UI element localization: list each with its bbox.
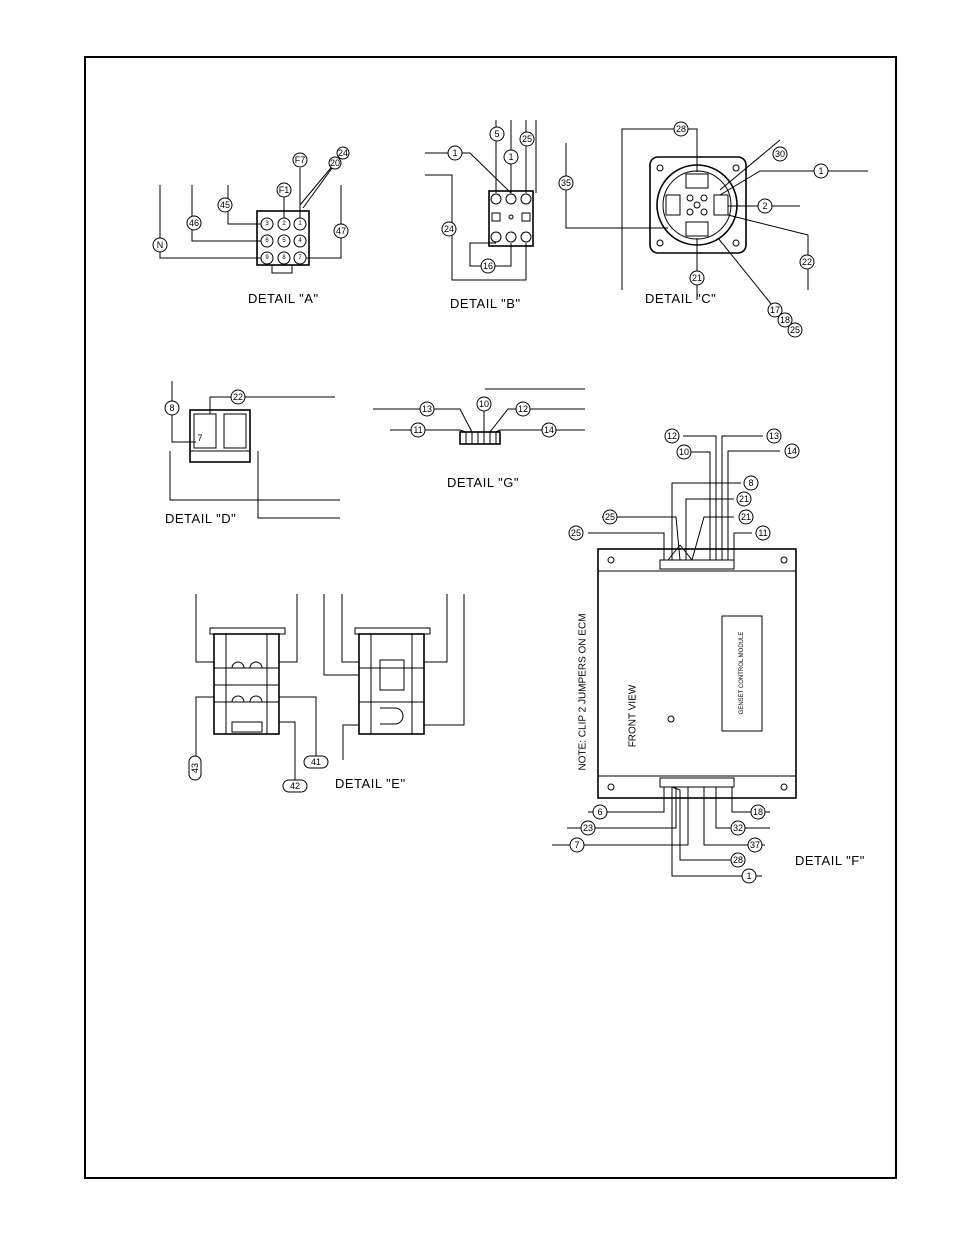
- detail-d: 7 8 22 DETAIL "D": [164, 381, 340, 526]
- callout: 32: [733, 823, 743, 833]
- callout: 1: [508, 152, 513, 162]
- page-border: [84, 56, 897, 1179]
- detail-g-title: DETAIL "G": [447, 475, 519, 490]
- callout: 10: [479, 399, 489, 409]
- callout: 24: [444, 224, 454, 234]
- detail-a-title: DETAIL "A": [248, 291, 319, 306]
- detail-c-callouts: 28 30 1 35 2 22 21 17 18 25: [558, 121, 829, 338]
- callout: 24: [338, 148, 348, 158]
- detail-b: 5 25 1 1 24 16 DETAIL "B": [425, 120, 537, 311]
- callout: 20: [330, 158, 340, 168]
- detail-a-pin: 6: [265, 238, 269, 244]
- callout: F1: [279, 185, 290, 195]
- callout: 11: [758, 528, 767, 538]
- callout: 6: [597, 807, 602, 817]
- detail-f-title: DETAIL "F": [795, 853, 865, 868]
- callout: 21: [739, 494, 749, 504]
- callout: 12: [667, 431, 677, 441]
- callout: 45: [220, 200, 230, 210]
- callout: 22: [802, 257, 812, 267]
- detail-a-pin: 3: [265, 221, 269, 227]
- detail-a-pin: 8: [282, 255, 286, 261]
- detail-c: 28 30 1 35 2 22 21 17 18 25 DETAIL "C": [558, 121, 868, 338]
- detail-a-pins: 3 2 1 6 5 4 9 8 7: [260, 217, 307, 265]
- detail-a-pin: 9: [265, 255, 269, 261]
- callout: 21: [692, 273, 702, 283]
- detail-c-title: DETAIL "C": [645, 291, 716, 306]
- callout: N: [157, 240, 164, 250]
- callout: 5: [494, 129, 499, 139]
- callout: 13: [769, 431, 779, 441]
- callout: 21: [741, 512, 751, 522]
- callout: 17: [770, 305, 780, 315]
- detail-a: 3 2 1 6 5 4 9 8 7 24 20 F7 F1 45 46 47 N: [152, 146, 350, 306]
- detail-f-callouts-bottom: 6 18 23 32 7 37 28 1: [569, 804, 766, 884]
- detail-a-callouts: 24 20 F7 F1 45 46 47 N: [152, 146, 350, 253]
- callout: 28: [676, 124, 686, 134]
- front-view-label: FRONT VIEW: [628, 684, 639, 747]
- detail-d-pin-label: 7: [197, 433, 202, 443]
- callout: 41: [311, 757, 321, 767]
- callout: 42: [290, 781, 300, 791]
- callout: 12: [518, 404, 528, 414]
- detail-a-pin: 5: [282, 238, 286, 244]
- detail-d-title: DETAIL "D": [165, 511, 236, 526]
- callout: 1: [746, 871, 751, 881]
- callout: 43: [190, 763, 200, 773]
- callout: 8: [748, 478, 753, 488]
- detail-f: GENSET CONTROL MODULE FRONT VIEW NOTE: C…: [552, 428, 865, 884]
- detail-e: 43 41 42 DETAIL "E": [188, 594, 465, 793]
- callout: 2: [762, 201, 767, 211]
- callout: 25: [522, 134, 532, 144]
- module-label: GENSET CONTROL MODULE: [739, 632, 745, 715]
- callout: 25: [571, 528, 581, 538]
- detail-b-callouts: 5 25 1 1 24 16: [441, 126, 535, 274]
- detail-e-title: DETAIL "E": [335, 776, 406, 791]
- callout: 25: [790, 325, 800, 335]
- callout: 14: [787, 446, 797, 456]
- callout: 22: [233, 392, 243, 402]
- callout: 28: [733, 855, 743, 865]
- detail-a-pin: 4: [298, 238, 302, 244]
- callout: 1: [818, 166, 823, 176]
- callout: 11: [413, 425, 422, 435]
- callout: F7: [295, 155, 306, 165]
- detail-b-title: DETAIL "B": [450, 296, 521, 311]
- detail-e-callouts: 43 41 42: [188, 755, 329, 793]
- callout: 35: [561, 178, 571, 188]
- callout: 47: [336, 226, 346, 236]
- callout: 7: [574, 840, 579, 850]
- detail-f-callouts-top: 12 13 10 14 8 21 25 21 25 11: [568, 428, 800, 541]
- detail-g-callouts: 10 13 12 11 14: [410, 396, 557, 438]
- callout: 8: [169, 403, 174, 413]
- detail-a-pin: 1: [298, 221, 302, 227]
- detail-g: 10 13 12 11 14 DETAIL "G": [373, 388, 585, 490]
- callout: 13: [422, 404, 432, 414]
- callout: 1: [452, 148, 457, 158]
- detail-a-pin: 2: [282, 221, 286, 227]
- detail-a-pin: 7: [298, 255, 302, 261]
- callout: 14: [544, 425, 554, 435]
- callout: 37: [750, 840, 760, 850]
- ecm-note: NOTE: CLIP 2 JUMPERS ON ECM: [578, 613, 589, 770]
- callout: 30: [775, 149, 785, 159]
- callout: 46: [189, 218, 199, 228]
- callout: 10: [679, 447, 689, 457]
- callout: 18: [780, 315, 790, 325]
- callout: 25: [605, 512, 615, 522]
- callout: 23: [583, 823, 593, 833]
- callout: 18: [753, 807, 763, 817]
- callout: 16: [483, 261, 493, 271]
- detail-d-callouts: 8 22: [164, 389, 246, 416]
